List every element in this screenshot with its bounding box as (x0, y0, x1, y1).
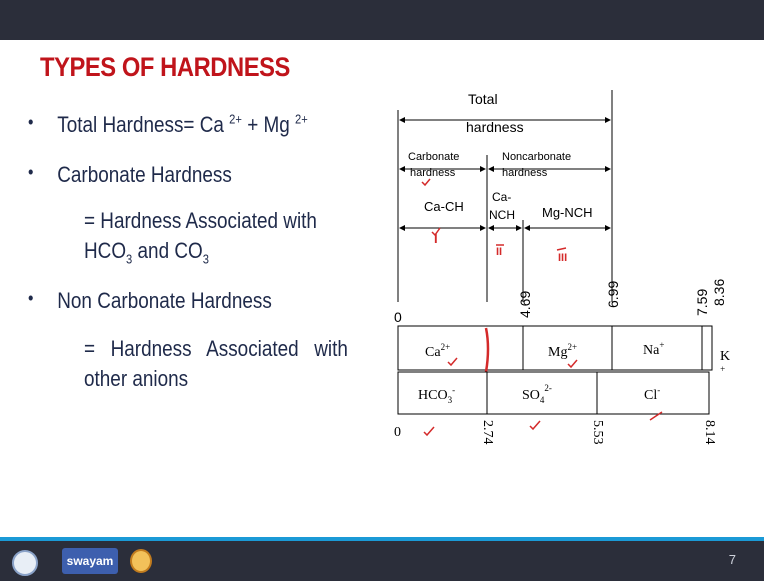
footer-divider (0, 537, 764, 541)
bottom-tick-0: 0 (394, 425, 401, 440)
cation-mg: Mg2+ (548, 342, 577, 360)
check-mark (423, 426, 435, 437)
bottom-tick-274: 2.74 (480, 420, 495, 445)
bullet-carbonate-anions: HCO3 and CO3 (84, 238, 209, 267)
bar-segment-cl (596, 371, 710, 415)
cation-k: K+ (720, 349, 730, 374)
hardness-diagram: Total hardness Carbonate hardness Noncar… (380, 80, 760, 480)
bottom-tick-553: 5.53 (590, 420, 605, 445)
top-tick-759: 7.59 (694, 289, 710, 316)
total-label: Total (468, 91, 498, 107)
top-bar (0, 0, 764, 40)
check-mark (567, 359, 578, 369)
check-mark (529, 420, 541, 431)
bar-segment-so4 (486, 371, 598, 415)
bullet-carbonate-definition: = Hardness Associated with (84, 208, 317, 233)
bullet-noncarbonate-hardness: • Non Carbonate Hardness (28, 288, 272, 314)
ca-nch-label: Ca- (492, 190, 511, 204)
check-mark (649, 411, 663, 421)
check-mark (447, 357, 458, 367)
annotation-roman-3: III (558, 252, 567, 264)
institute-logo-icon (12, 550, 38, 576)
bullet-dot: • (28, 288, 34, 308)
bullet-dot: • (28, 162, 34, 182)
check-mark (421, 178, 431, 187)
bullet-total-hardness: • Total Hardness= Ca 2+ + Mg 2+ (28, 112, 308, 138)
carbonate-label-2: hardness (410, 167, 456, 179)
page-number: 7 (728, 552, 736, 567)
hardness-diagram-svg: Total hardness Carbonate hardness Noncar… (394, 90, 730, 445)
red-divider-mark (484, 327, 490, 373)
anion-cl: Cl- (644, 385, 660, 403)
bullet-noncarbonate-anions: other anions (84, 366, 189, 391)
ca-ch-label: Ca-CH (424, 199, 464, 214)
swayam-logo-icon: swayam (62, 548, 118, 574)
top-tick-699: 6.99 (605, 281, 621, 308)
total-label-2: hardness (466, 119, 524, 135)
nptel-logo-icon (130, 549, 152, 573)
cation-ca: Ca2+ (425, 342, 450, 360)
noncarbonate-label-2: hardness (502, 167, 548, 179)
bottom-tick-814: 8.14 (702, 420, 717, 445)
underline-mark (556, 247, 567, 251)
top-tick-836: 8.36 (711, 279, 727, 306)
bullet-text: Non Carbonate Hardness (57, 288, 272, 313)
slide-title: TYPES OF HARDNESS (40, 52, 290, 82)
footer-bar (0, 541, 764, 581)
noncarbonate-label: Noncarbonate (502, 151, 571, 163)
cation-na: Na+ (643, 340, 664, 358)
annotation-roman-1: I (434, 231, 438, 246)
bar-segment-k (701, 325, 713, 371)
slide-canvas (0, 40, 764, 537)
ca-nch-label-2: NCH (489, 208, 515, 222)
bullet-text: Carbonate Hardness (57, 162, 232, 187)
anion-hco3: HCO3- (418, 385, 455, 405)
carbonate-label: Carbonate (408, 151, 459, 163)
bullet-text: Total Hardness= Ca 2+ + Mg 2+ (57, 112, 308, 138)
top-tick-0: 0 (394, 309, 402, 325)
anion-so4: SO42- (522, 383, 552, 405)
bullet-carbonate-hardness: • Carbonate Hardness (28, 162, 232, 188)
top-tick-469: 4.69 (517, 291, 533, 318)
mg-nch-label: Mg-NCH (542, 205, 593, 220)
annotation-roman-2: II (496, 246, 502, 258)
bar-segment-ca (397, 325, 524, 371)
bullet-noncarbonate-definition: = Hardness Associated with (84, 336, 348, 361)
bullet-dot: • (28, 112, 34, 132)
check-mark (431, 227, 441, 237)
